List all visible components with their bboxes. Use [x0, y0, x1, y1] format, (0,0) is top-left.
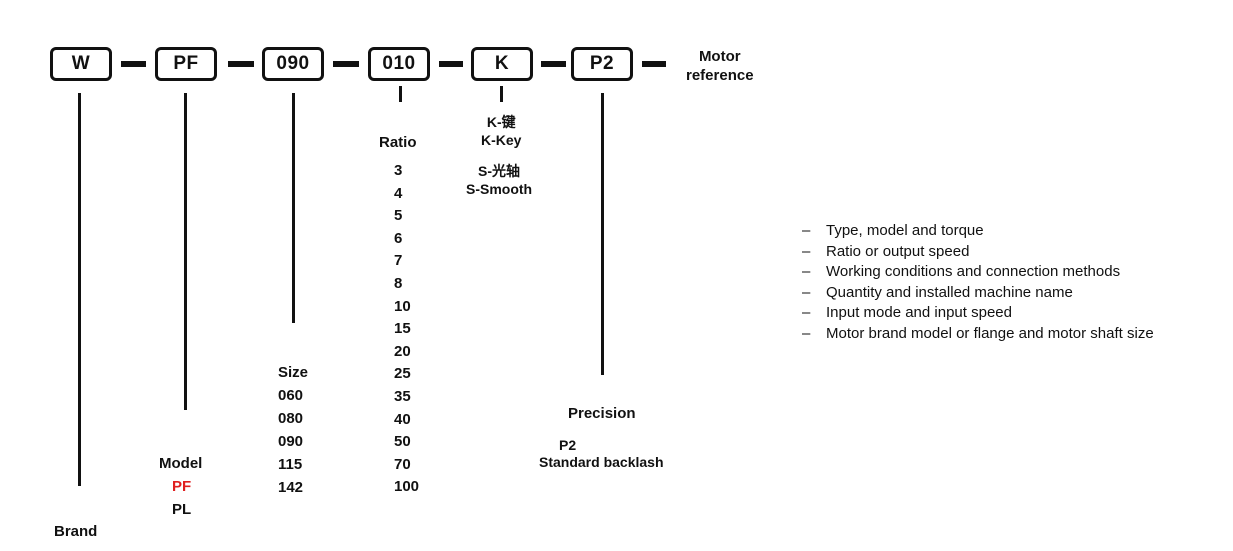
ratio-option: 70 — [394, 455, 411, 473]
brand-label: Brand — [54, 523, 98, 540]
ratio-option: 35 — [394, 387, 411, 405]
info-item-text: Input mode and input speed — [826, 304, 1012, 321]
ratio-option: 5 — [394, 207, 403, 225]
precision-option-code: P2 — [559, 437, 577, 453]
shaft-option-key-en: K-Key — [481, 132, 522, 148]
size-option: 090 — [278, 433, 304, 450]
ratio-option: 50 — [394, 433, 411, 451]
shaft-option-key-cn: K-键 — [486, 114, 516, 130]
motor-reference-line-1: Motor — [698, 48, 741, 65]
dash-bullet: – — [802, 263, 811, 280]
info-item: –Type, model and torque — [802, 221, 1154, 242]
separator-dash — [439, 61, 463, 67]
size-option: 142 — [278, 479, 304, 496]
dash-bullet: – — [802, 222, 811, 239]
size-code-box: 090 — [262, 47, 324, 81]
model-leader-line — [184, 93, 187, 410]
precision-option-desc: Standard backlash — [539, 454, 664, 470]
separator-dash — [333, 61, 359, 67]
ratio-code-text: 010 — [382, 53, 416, 74]
shaft-leader-line — [500, 86, 503, 102]
info-item: –Working conditions and connection metho… — [802, 262, 1154, 283]
size-option: 115 — [278, 456, 303, 473]
ratio-option: 25 — [394, 365, 411, 383]
ordering-info-list: –Type, model and torque –Ratio or output… — [802, 221, 1154, 344]
size-leader-line — [292, 93, 295, 323]
model-code-box: PF — [155, 47, 217, 81]
dash-bullet: – — [802, 242, 811, 260]
info-item-text: Working conditions and connection method… — [826, 263, 1121, 280]
precision-code-box: P2 — [571, 47, 633, 81]
separator-dash — [642, 61, 666, 67]
ratio-option: 6 — [394, 229, 403, 247]
size-label: Size — [278, 364, 309, 381]
ratio-option: 8 — [394, 274, 403, 292]
shaft-code-box: K — [471, 47, 533, 81]
size-column: Size 060 080 090 115 142 — [278, 361, 308, 499]
info-item-text: Motor brand model or flange and motor sh… — [826, 324, 1154, 342]
model-option: PL — [172, 501, 192, 518]
ratio-code-box: 010 — [368, 47, 430, 81]
model-option-highlighted: PF — [172, 478, 192, 495]
ratio-option: 40 — [394, 410, 411, 428]
size-option: 060 — [278, 387, 304, 404]
model-options: PF PL — [172, 475, 191, 521]
model-label: Model — [159, 455, 203, 472]
ratio-option: 15 — [394, 320, 411, 338]
motor-reference-line-2: reference — [686, 67, 754, 84]
ratio-option: 3 — [394, 162, 403, 179]
info-item: –Quantity and installed machine name — [802, 283, 1154, 304]
model-code-text: PF — [173, 53, 199, 74]
info-item: –Ratio or output speed — [802, 242, 1154, 263]
brand-leader-line — [78, 93, 81, 486]
precision-option-desc-wrap: Standard backlash — [539, 454, 664, 471]
precision-option: P2 — [559, 437, 576, 454]
separator-dash — [541, 61, 566, 67]
ratio-option: 7 — [394, 252, 403, 270]
separator-dash — [121, 61, 146, 67]
ratio-option: 10 — [394, 297, 411, 315]
ratio-option: 100 — [394, 478, 420, 496]
info-item-text: Quantity and installed machine name — [826, 283, 1073, 301]
ratio-option: 4 — [394, 184, 403, 202]
dash-bullet: – — [802, 283, 811, 301]
motor-reference-label: Motor reference — [686, 47, 754, 85]
ratio-label: Ratio — [379, 134, 417, 151]
shaft-option-smooth: S-光轴 S-Smooth — [466, 162, 532, 198]
precision-label: Precision — [568, 405, 636, 422]
ratio-options: 3 4 5 6 7 8 10 15 20 25 35 40 50 70 100 — [394, 160, 419, 499]
size-option: 080 — [278, 410, 304, 427]
shaft-option-smooth-en: S-Smooth — [466, 181, 533, 197]
ratio-option: 20 — [394, 342, 411, 360]
separator-dash — [228, 61, 254, 67]
info-item-text: Ratio or output speed — [826, 242, 970, 260]
info-item: –Motor brand model or flange and motor s… — [802, 324, 1154, 345]
ratio-leader-line — [399, 86, 402, 102]
info-item-text: Type, model and torque — [826, 222, 984, 239]
precision-code-text: P2 — [589, 53, 615, 74]
dash-bullet: – — [802, 304, 811, 321]
size-code-text: 090 — [276, 53, 310, 74]
brand-code-text: W — [71, 53, 91, 74]
shaft-option-smooth-cn: S-光轴 — [478, 163, 521, 179]
shaft-code-text: K — [494, 53, 510, 74]
info-item: –Input mode and input speed — [802, 303, 1154, 324]
shaft-option-key: K-键 K-Key — [481, 113, 521, 149]
brand-code-box: W — [50, 47, 112, 81]
dash-bullet: – — [802, 324, 811, 342]
precision-leader-line — [601, 93, 604, 375]
